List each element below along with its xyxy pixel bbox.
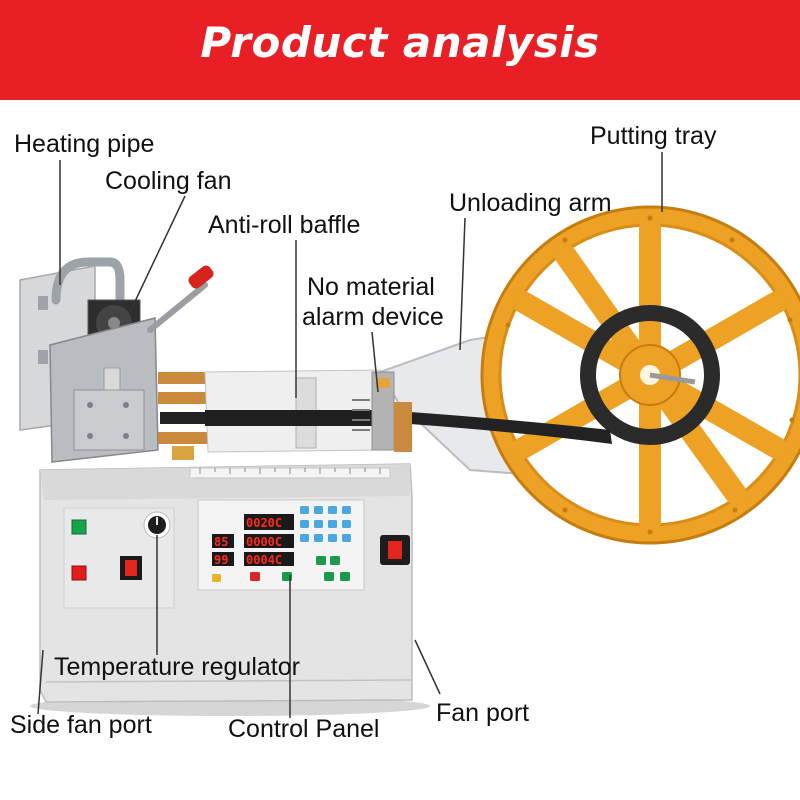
banner-title: Product analysis <box>200 18 600 67</box>
label-no-material-line1: No material <box>307 273 435 301</box>
display-top: 0020C <box>246 516 282 530</box>
label-heating-pipe: Heating pipe <box>14 130 155 158</box>
label-unloading-arm: Unloading arm <box>449 189 612 217</box>
title-banner: Product analysis <box>0 0 800 100</box>
label-control-panel: Control Panel <box>228 715 380 743</box>
feeding-rollers <box>158 372 208 460</box>
label-cooling-fan: Cooling fan <box>105 167 232 195</box>
display-bottom-left: 99 <box>214 553 228 567</box>
display-mid-left: 85 <box>214 535 228 549</box>
display-bottom-right: 0004C <box>246 553 282 567</box>
label-side-fan-port: Side fan port <box>10 711 152 739</box>
leader-lines <box>37 152 663 718</box>
putting-tray <box>378 205 800 545</box>
display-mid-right: 0000C <box>246 535 282 549</box>
label-anti-roll-baffle: Anti-roll baffle <box>208 211 361 239</box>
product-illustration: 0020C 85 0000C 99 0004C <box>19 152 800 718</box>
label-temperature-regulator: Temperature regulator <box>54 653 300 681</box>
label-fan-port: Fan port <box>436 699 530 727</box>
machine-body <box>19 257 430 716</box>
label-no-material-line2: alarm device <box>302 303 444 331</box>
label-putting-tray: Putting tray <box>590 122 717 150</box>
